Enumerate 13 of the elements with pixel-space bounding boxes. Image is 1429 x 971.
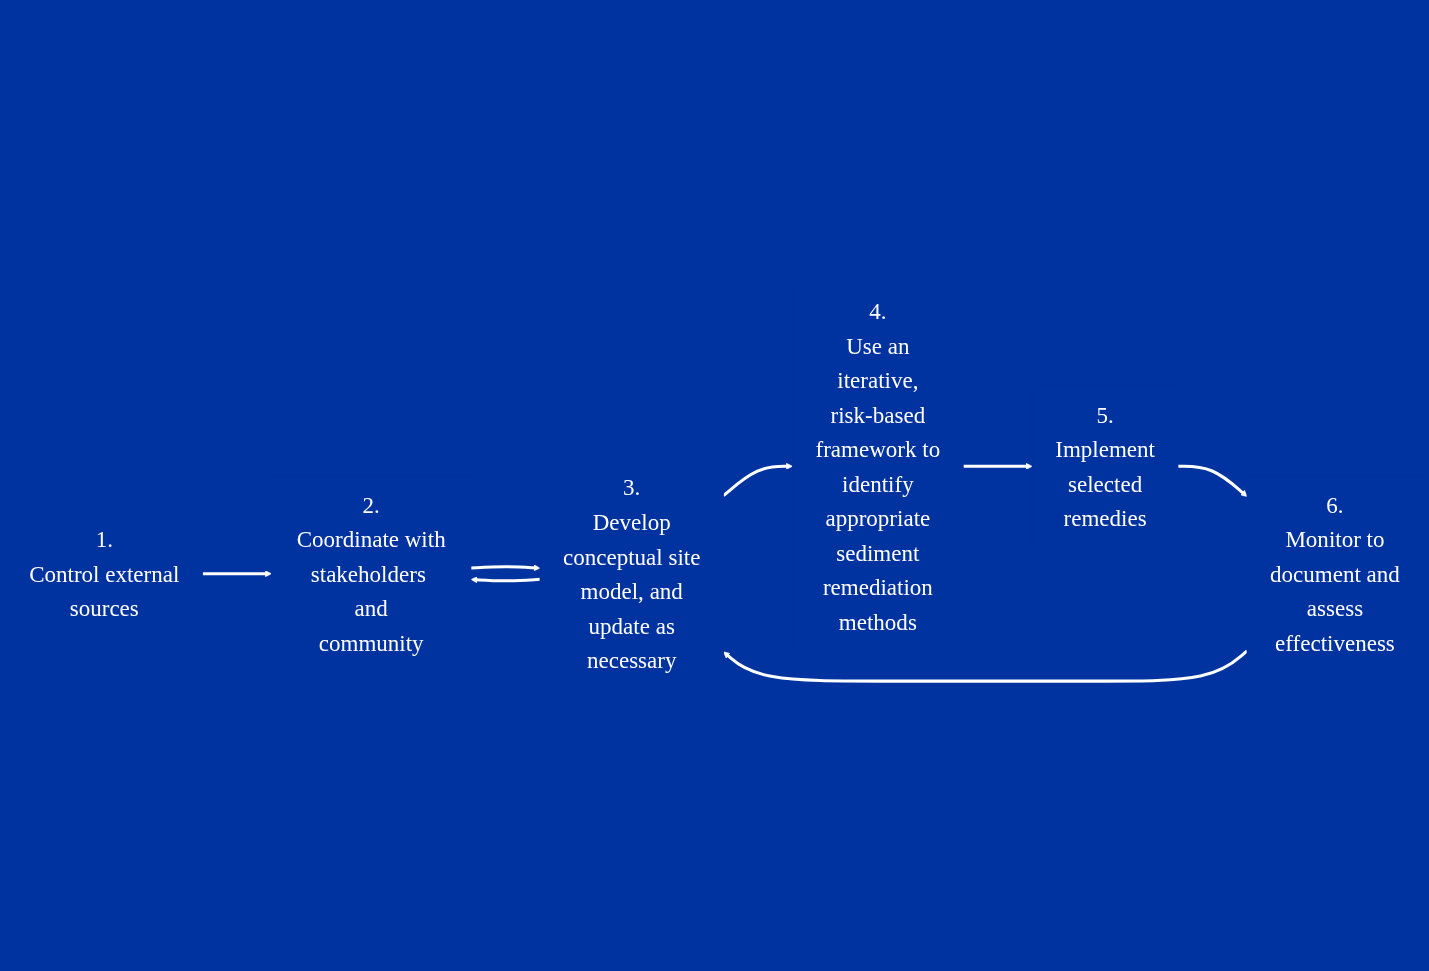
arrow: [470, 564, 541, 572]
arrow: [1178, 464, 1248, 497]
node-text: 5. Implement selected remedies: [1055, 401, 1155, 531]
node-text: 4. Use an iterative, risk-based framework to identify appropriate sediment remediation methods: [815, 298, 941, 635]
arrow: [202, 570, 272, 578]
arrow: [963, 462, 1033, 470]
arrow: [723, 649, 1249, 683]
node-text: 6. Monitor to document and assess effectiveness: [1270, 492, 1400, 656]
node-text: 2. Coordinate with stakeholders and community: [296, 492, 446, 656]
node-text: 3. Develop conceptual site model, and update as necessary: [563, 474, 701, 673]
arrow: [722, 462, 793, 497]
node-text: 1. Control external sources: [29, 526, 180, 621]
arrow: [470, 576, 541, 584]
